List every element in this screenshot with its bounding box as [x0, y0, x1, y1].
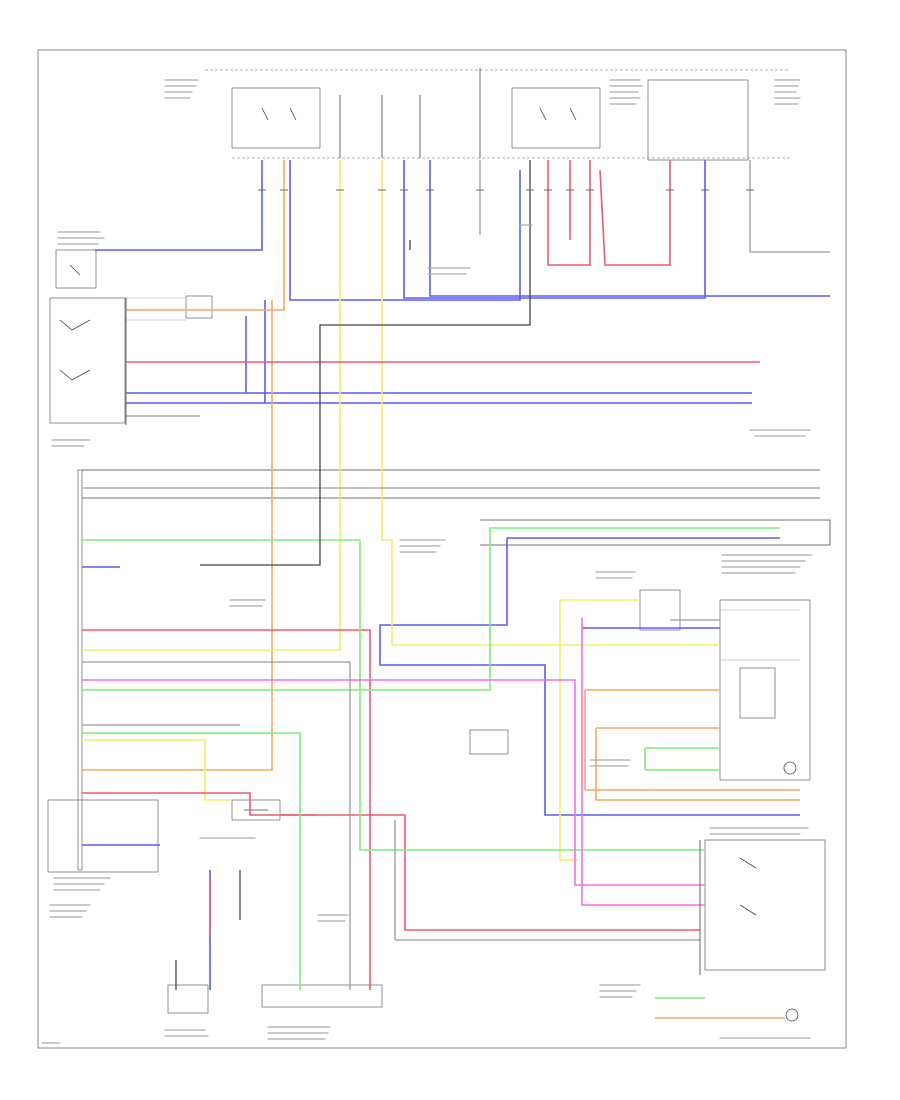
label-marks [41, 79, 813, 1044]
bottom-connectors [167, 799, 383, 1014]
wire-group-green [82, 527, 780, 999]
diagram-frame [37, 49, 847, 1049]
wire-group-dark [175, 160, 531, 990]
wire-group-orange [82, 160, 800, 1019]
control-module-left [47, 469, 820, 873]
wire-group-red [82, 160, 760, 990]
wire-group-gray [82, 160, 830, 990]
modules-right [469, 519, 831, 1022]
junction-block-top [205, 68, 790, 161]
switch-block-left [49, 249, 213, 424]
wire-group-light [126, 297, 800, 661]
terminal-ticks [125, 189, 754, 975]
wire-group-pink [82, 618, 705, 906]
wire-group-yellow [82, 160, 720, 861]
wire-group-blue [82, 160, 830, 990]
